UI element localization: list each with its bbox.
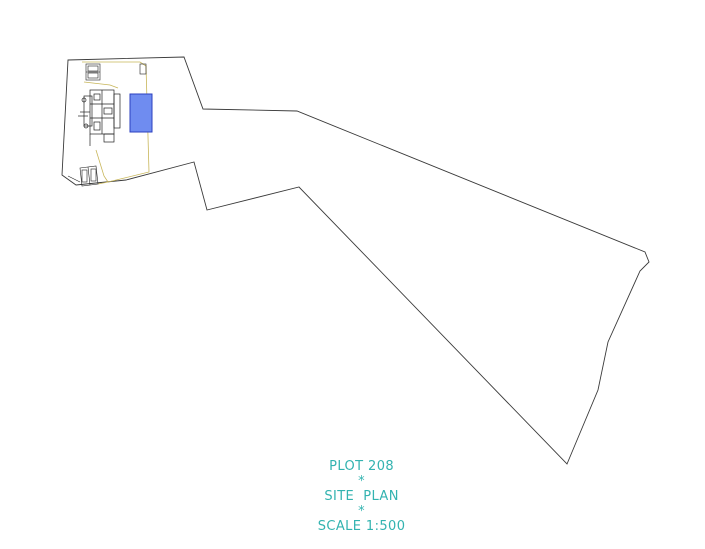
house-footprint bbox=[78, 89, 121, 146]
parking-bay bbox=[85, 63, 147, 81]
parking-bay bbox=[67, 165, 99, 187]
site-plan-drawing: PLOT 208 * SITE PLAN * SCALE 1:500 bbox=[61, 56, 650, 534]
plot-number: PLOT 208 bbox=[329, 459, 395, 474]
plan-caption: PLOT 208 * SITE PLAN * SCALE 1:500 bbox=[0, 444, 705, 549]
plan-scale: SCALE 1:500 bbox=[317, 519, 406, 534]
swimming-pool bbox=[129, 93, 153, 133]
caption-separator: * bbox=[358, 474, 366, 489]
site-plan-svg bbox=[61, 56, 650, 465]
plan-title: SITE PLAN bbox=[324, 489, 399, 504]
caption-separator: * bbox=[358, 504, 366, 519]
